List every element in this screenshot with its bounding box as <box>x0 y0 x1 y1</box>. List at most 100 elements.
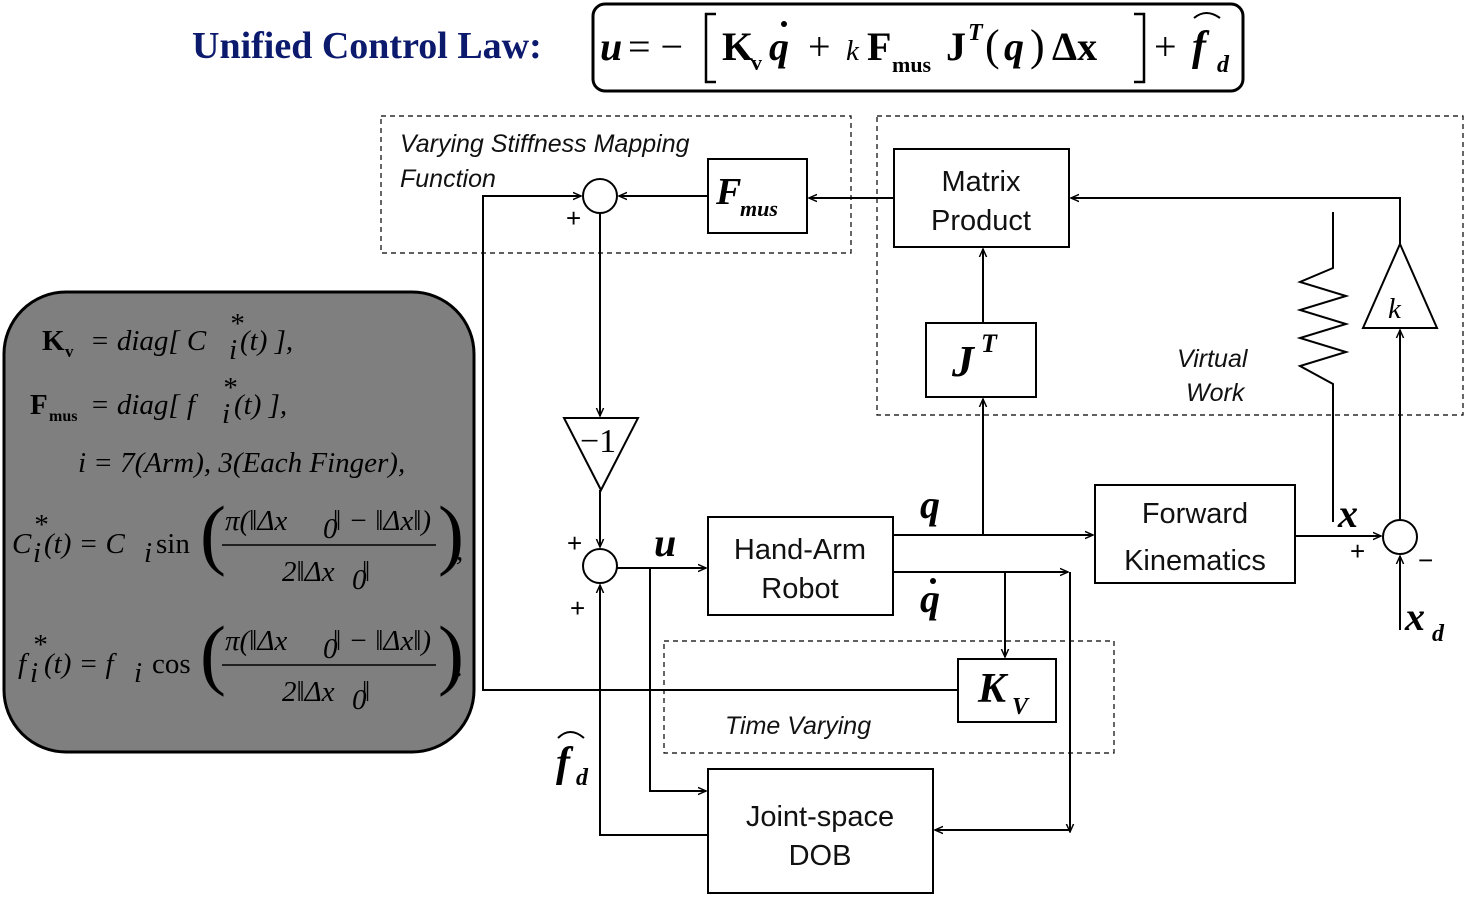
sum-junction-control <box>582 548 618 584</box>
matrix-product-label-2: Product <box>931 205 1031 237</box>
svg-text:C: C <box>12 528 32 560</box>
svg-text:0: 0 <box>352 564 367 596</box>
svg-text:(t) ],: (t) ], <box>234 389 287 421</box>
equation-line-3: i = 7(Arm), 3(Each Finger), <box>78 447 405 479</box>
virtual-spring-icon <box>1296 212 1350 522</box>
svg-text:0: 0 <box>323 513 338 545</box>
wire-k-to-matrix <box>1071 198 1401 244</box>
equation-line-4: C i * (t) = C i sin ( π(‖Δx 0 ‖ − ‖Δx‖) … <box>12 490 464 596</box>
wire-u-to-dob <box>649 568 706 791</box>
svg-text:‖: ‖ <box>362 556 370 588</box>
svg-text:‖ − ‖Δx‖): ‖ − ‖Δx‖) <box>333 505 431 537</box>
sign-sum1-plus: + <box>566 203 581 233</box>
region-virtual-work <box>876 115 1464 416</box>
law-q-arg: ( <box>985 21 1000 70</box>
jt-block-main: J <box>951 337 976 386</box>
sign-sum2-plus-bottom: + <box>570 593 585 623</box>
law-j-sup: T <box>968 20 984 46</box>
law-bracket-right <box>1134 12 1146 84</box>
svg-text:v: v <box>65 342 74 361</box>
law-fd-hat <box>1193 12 1221 19</box>
hand-arm-robot-block <box>707 516 894 616</box>
hand-arm-robot-label-2: Robot <box>761 573 838 605</box>
matrix-product-label-1: Matrix <box>942 166 1021 198</box>
region-stiffness-label-1: Varying Stiffness Mapping <box>400 130 690 158</box>
law-fmus-sub: mus <box>892 52 932 77</box>
gain-k-label: k <box>1388 293 1402 325</box>
fmus-block-main: F <box>715 171 741 213</box>
svg-text:): ) <box>438 610 464 697</box>
joint-space-dob-label-2: DOB <box>789 840 852 872</box>
fmus-block <box>707 158 808 234</box>
sum-junction-stiffness <box>582 178 618 214</box>
wire-dob-to-sum2 <box>600 585 708 836</box>
law-fd: f <box>1192 24 1210 70</box>
svg-text:*: * <box>229 308 244 340</box>
svg-text:(t) = f: (t) = f <box>44 648 117 680</box>
sign-sum2-plus-top: + <box>567 528 582 558</box>
law-dx: Δx <box>1052 24 1097 69</box>
svg-text:i: i <box>30 657 38 689</box>
svg-text:*: * <box>222 372 237 404</box>
svg-text:sin: sin <box>156 528 190 560</box>
control-law-equation: u = − K v q + k F mus J T ( q ) Δx + f d <box>600 12 1230 84</box>
forward-kinematics-label-1: Forward <box>1142 498 1248 530</box>
region-virtual-work-label-1: Virtual <box>1177 345 1249 373</box>
svg-text:i: i <box>134 657 142 689</box>
law-fd-sub: d <box>1217 52 1230 78</box>
signal-q: q <box>920 482 940 527</box>
svg-text:(t) = C: (t) = C <box>44 528 125 560</box>
signal-u: u <box>654 520 676 565</box>
signal-xd-sub: d <box>1432 621 1445 647</box>
law-qdot: q <box>769 24 789 69</box>
joint-space-dob-label-1: Joint-space <box>746 801 894 833</box>
law-kv-sub: v <box>751 50 762 75</box>
law-qdot-dot <box>781 21 787 27</box>
law-k: k <box>846 35 860 67</box>
svg-text:(: ( <box>200 610 226 697</box>
signal-qdot: q <box>920 576 940 621</box>
region-stiffness-label-2: Function <box>400 165 496 193</box>
sign-sum3-minus: − <box>1418 545 1433 575</box>
svg-text:.: . <box>456 651 463 683</box>
forward-kinematics-block <box>1094 484 1296 584</box>
kv-block-sub: V <box>1012 694 1030 720</box>
forward-kinematics-label-2: Kinematics <box>1124 545 1266 577</box>
law-fmus: F <box>867 24 891 69</box>
equation-line-1: K v = diag[ C i * (t) ], <box>42 308 293 366</box>
equation-panel <box>2 290 476 754</box>
law-plus2: + <box>1154 24 1177 69</box>
jt-block <box>925 322 1037 398</box>
region-time-varying <box>663 640 1115 754</box>
sum-junction-error <box>1382 519 1418 555</box>
law-u: u <box>600 24 622 69</box>
joint-space-dob-block <box>707 768 934 894</box>
signal-qdot-dot <box>930 578 936 584</box>
svg-text:i: i <box>144 537 152 569</box>
law-q: q <box>1004 24 1024 69</box>
svg-text:*: * <box>32 629 47 661</box>
gain-neg-one-block <box>562 417 640 493</box>
svg-text:F: F <box>30 389 48 421</box>
law-q-close: ) <box>1030 21 1045 70</box>
svg-text:mus: mus <box>49 408 77 425</box>
wire-kv-to-sum1 <box>482 196 958 691</box>
svg-text:): ) <box>438 490 464 577</box>
svg-text:i: i <box>229 334 237 366</box>
equation-line-2: F mus = diag[ f i * (t) ], <box>30 372 287 430</box>
equation-line-5: f i * (t) = f i cos ( π(‖Δx 0 ‖ − ‖Δx‖) … <box>18 610 464 716</box>
law-j: J <box>946 24 966 69</box>
svg-text:2‖Δx: 2‖Δx <box>282 676 335 708</box>
law-eq: = − <box>628 24 683 69</box>
svg-text:‖ − ‖Δx‖): ‖ − ‖Δx‖) <box>333 625 431 657</box>
law-plus1: + <box>808 24 831 69</box>
svg-text:i: i <box>33 537 41 569</box>
region-virtual-work-label-2: Work <box>1186 379 1246 407</box>
gain-k-block <box>1361 241 1439 329</box>
svg-text:cos: cos <box>152 648 191 680</box>
signal-fd: f <box>556 740 574 786</box>
svg-text:π(‖Δx: π(‖Δx <box>225 625 287 657</box>
title-label: Unified Control Law: <box>192 25 542 67</box>
signal-fd-sub: d <box>576 765 589 791</box>
matrix-product-block <box>893 148 1070 248</box>
